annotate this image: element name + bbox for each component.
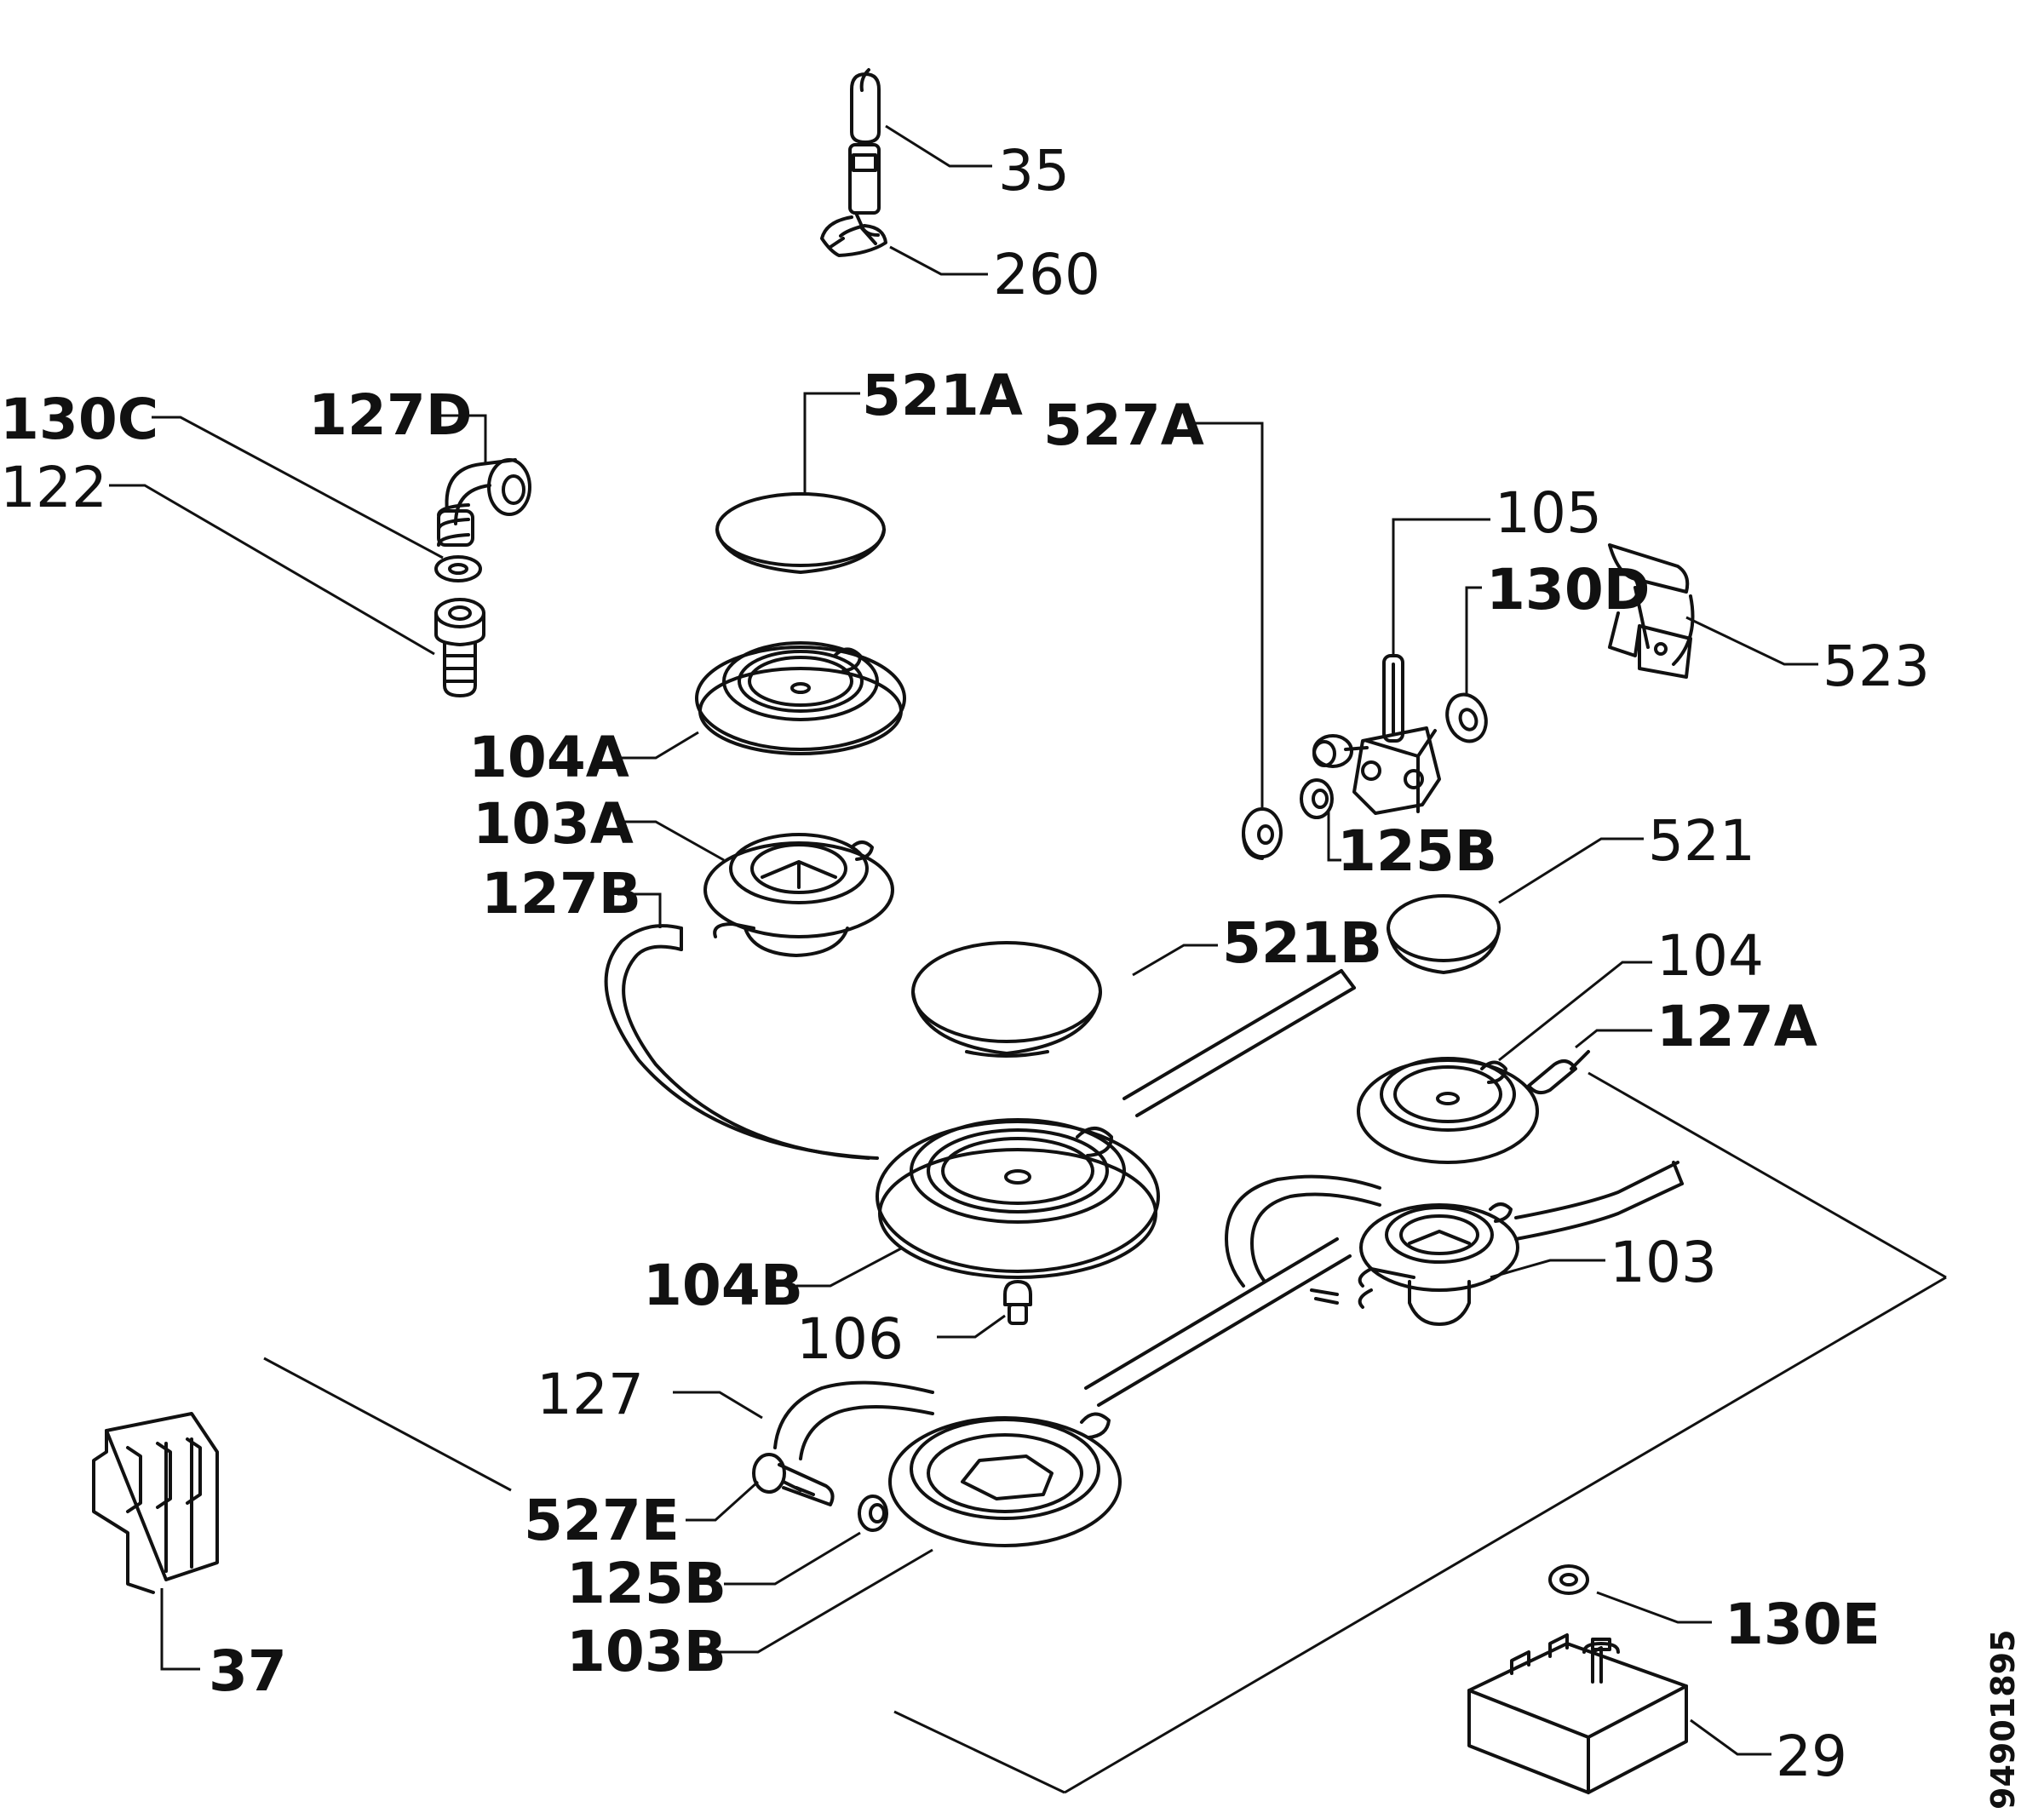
part-104b-burner-crown xyxy=(876,1118,1160,1279)
part-106-injector xyxy=(1003,1280,1032,1325)
label-104: 104 xyxy=(1656,923,1764,989)
label-125b-bottom: 125B xyxy=(566,1551,726,1616)
feed-pipe-lower xyxy=(1084,1237,1352,1407)
label-103: 103 xyxy=(1610,1230,1717,1295)
part-521b-burner-cap xyxy=(911,941,1102,1058)
label-127b: 127B xyxy=(481,861,641,927)
part-127a-gas-pipe xyxy=(1527,1050,1590,1095)
part-125b-injector-bottom xyxy=(858,1495,888,1532)
part-103b-burner-body xyxy=(888,1412,1122,1547)
part-104-burner-crown xyxy=(1357,1057,1539,1164)
label-127a: 127A xyxy=(1656,994,1817,1059)
label-527e: 527E xyxy=(524,1488,680,1553)
hob-plate-outline xyxy=(263,1071,1947,1794)
part-35-spark-electrode xyxy=(848,68,881,245)
label-127d: 127D xyxy=(308,382,473,448)
label-260: 260 xyxy=(993,242,1100,307)
part-521-burner-cap xyxy=(1387,894,1501,974)
label-125b-top: 125B xyxy=(1337,818,1497,884)
part-125b-injector-top xyxy=(1300,778,1334,819)
part-130d-washer xyxy=(1445,692,1488,743)
label-106: 106 xyxy=(796,1306,904,1372)
feed-pipe-upper xyxy=(1122,969,1356,1117)
label-130d: 130D xyxy=(1486,557,1651,623)
label-35: 35 xyxy=(998,138,1070,204)
label-104b: 104B xyxy=(643,1253,803,1318)
part-127b-gas-pipe xyxy=(604,924,879,1160)
part-103a-burner-body xyxy=(703,833,894,957)
part-127-pipe xyxy=(773,1380,934,1460)
label-130c: 130C xyxy=(0,387,158,452)
part-130c-washer xyxy=(434,555,482,582)
part-130e-washer xyxy=(1548,1564,1589,1595)
part-103-burner-body xyxy=(1225,1161,1684,1326)
label-521a: 521A xyxy=(862,363,1023,428)
label-523: 523 xyxy=(1823,634,1930,699)
part-523-bracket xyxy=(1608,543,1695,679)
label-103a: 103A xyxy=(473,791,634,857)
label-104a: 104A xyxy=(468,725,629,790)
part-37-clip-bracket xyxy=(92,1412,219,1594)
part-527a-nut xyxy=(1242,807,1283,860)
document-code: 94901895 xyxy=(1984,1629,2022,1810)
label-521b: 521B xyxy=(1222,910,1382,976)
leader-lines xyxy=(109,124,1818,1756)
part-527e-fitting xyxy=(752,1453,835,1506)
label-105: 105 xyxy=(1495,480,1602,546)
label-122: 122 xyxy=(0,455,107,520)
part-127d-elbow xyxy=(437,458,531,547)
label-521: 521 xyxy=(1648,808,1755,874)
label-29: 29 xyxy=(1776,1724,1847,1789)
label-103b: 103B xyxy=(566,1619,726,1684)
part-122-nozzle-holder xyxy=(434,598,485,697)
label-127: 127 xyxy=(537,1362,644,1427)
part-29-ignition-generator xyxy=(1467,1633,1688,1794)
part-105-gas-valve xyxy=(1312,654,1441,815)
part-104a-burner-crown xyxy=(695,641,906,755)
part-labels: 35 260 130C 127D 122 521A 527A 105 130D … xyxy=(0,138,2022,1810)
label-527a: 527A xyxy=(1043,393,1204,458)
part-521a-burner-cap xyxy=(715,492,886,574)
label-130e: 130E xyxy=(1725,1592,1880,1657)
part-260-clip xyxy=(820,215,887,257)
label-37: 37 xyxy=(209,1638,287,1704)
